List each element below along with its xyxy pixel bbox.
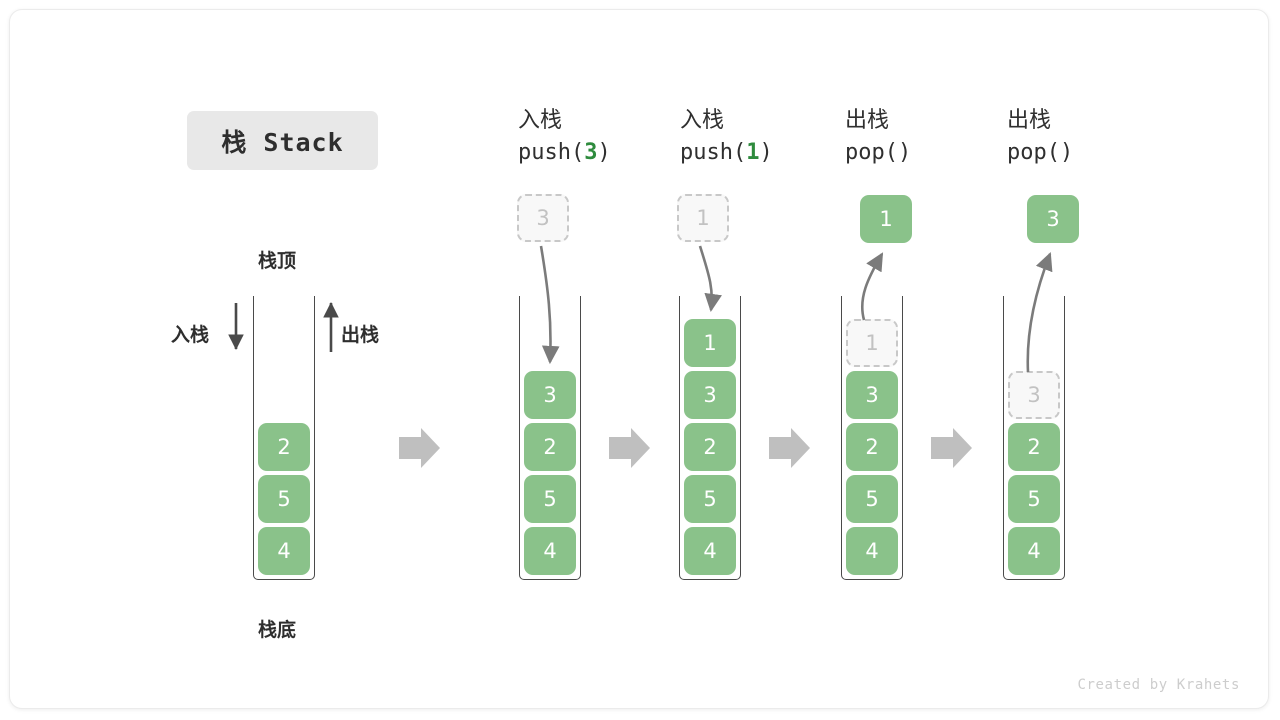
step-header-push-3: 入栈 push(3) [518,106,611,170]
floating-cell-pop-3: 3 [1027,195,1079,243]
stack-container-pop-3 [1003,296,1065,580]
step-header-code: pop() [1007,140,1074,165]
stack-cell: 5 [846,475,898,523]
stack-cell: 5 [1008,475,1060,523]
step-header-cn: 出栈 [1007,108,1052,133]
stack-cell: 3 [846,371,898,419]
floating-cell-push-1: 1 [677,194,729,242]
stack-cell: 2 [524,423,576,471]
credit-text: Created by Krahets [1077,677,1240,693]
step-header-cn: 出栈 [845,108,890,133]
title-badge: 栈 Stack [187,111,378,170]
step-header-pop-3: 出栈 pop() [1007,106,1073,170]
stack-container-pop-1 [841,296,903,580]
floating-cell-push-3: 3 [517,194,569,242]
step-header-cn: 入栈 [518,108,563,133]
step-header-cn: 入栈 [680,108,725,133]
step-header-code: push(1) [680,140,773,165]
stack-cell: 2 [684,423,736,471]
push-direction-label: 入栈 [171,324,210,346]
stack-cell: 4 [258,527,310,575]
step-header-push-1: 入栈 push(1) [680,106,773,170]
stack-cell: 3 [1008,371,1060,419]
step-header-arg: 3 [584,140,598,165]
stack-cell: 3 [524,371,576,419]
step-header-arg: 1 [746,140,760,165]
stack-container-initial [253,296,315,580]
stack-cell: 5 [524,475,576,523]
stack-cell: 1 [684,319,736,367]
step-header-code: pop() [845,140,912,165]
step-header-code: push(3) [518,140,611,165]
stack-cell: 4 [684,527,736,575]
floating-cell-pop-1: 1 [860,195,912,243]
stack-cell: 2 [1008,423,1060,471]
stack-top-label: 栈顶 [258,250,297,272]
stack-cell: 2 [846,423,898,471]
stack-cell: 2 [258,423,310,471]
stack-cell: 4 [1008,527,1060,575]
stack-cell: 5 [258,475,310,523]
stack-container-push-3 [519,296,581,580]
step-header-pop-1: 出栈 pop() [845,106,911,170]
stack-container-push-1 [679,296,741,580]
stack-cell: 4 [846,527,898,575]
stack-cell: 1 [846,319,898,367]
stack-cell: 5 [684,475,736,523]
stack-cell: 4 [524,527,576,575]
stack-cell: 3 [684,371,736,419]
stack-bottom-label: 栈底 [258,619,297,641]
pop-direction-label: 出栈 [341,324,380,346]
